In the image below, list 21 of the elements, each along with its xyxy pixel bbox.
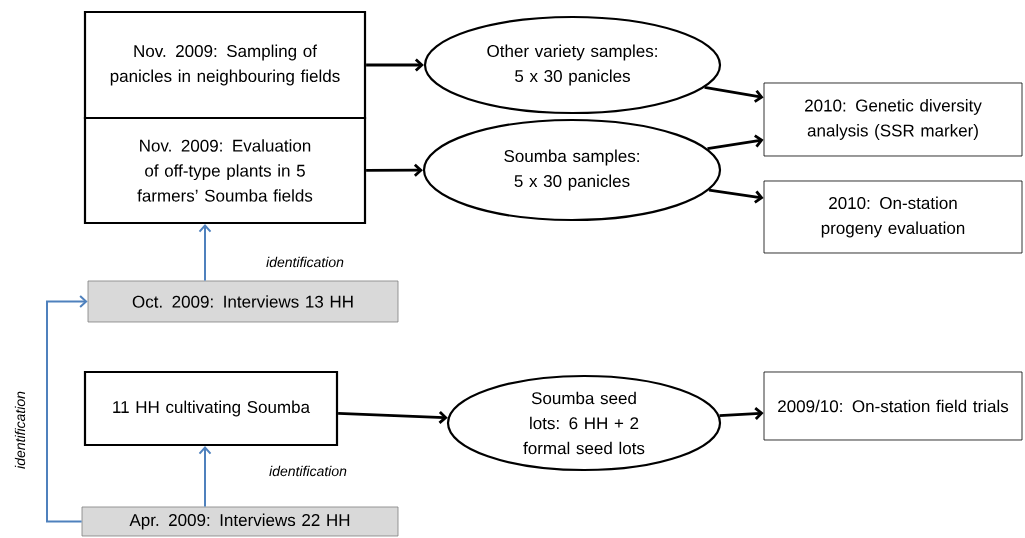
arrow: [707, 134, 764, 151]
process-box: 11 HH cultivating Soumba: [83, 370, 339, 447]
interview-box: Oct. 2009: Interviews 13 HH: [87, 280, 399, 323]
edge-label: identification: [13, 390, 27, 470]
arrow: [46, 295, 88, 523]
arrow: [708, 188, 764, 204]
result-box: 2010: Genetic diversity analysis (SSR marker): [763, 82, 1023, 157]
arrow: [198, 446, 212, 508]
arrow: [198, 224, 212, 282]
process-box: Nov. 2009: Evaluation of off-type plants in 5 farmers’ Soumba fields: [83, 116, 367, 225]
arrow: [366, 163, 423, 177]
arrow: [366, 58, 424, 72]
interview-box: Apr. 2009: Interviews 22 HH: [81, 506, 399, 537]
result-box: 2010: On-station progeny evaluation: [763, 180, 1023, 254]
process-box: Nov. 2009: Sampling of panicles in neighbouring fields: [83, 10, 367, 120]
arrow: [338, 410, 448, 424]
result-box: 2009/10: On-station field trials: [763, 371, 1023, 441]
edge-label: identification: [265, 255, 345, 269]
arrow: [719, 407, 764, 421]
edge-label: identification: [268, 464, 348, 478]
arrow: [704, 86, 764, 103]
